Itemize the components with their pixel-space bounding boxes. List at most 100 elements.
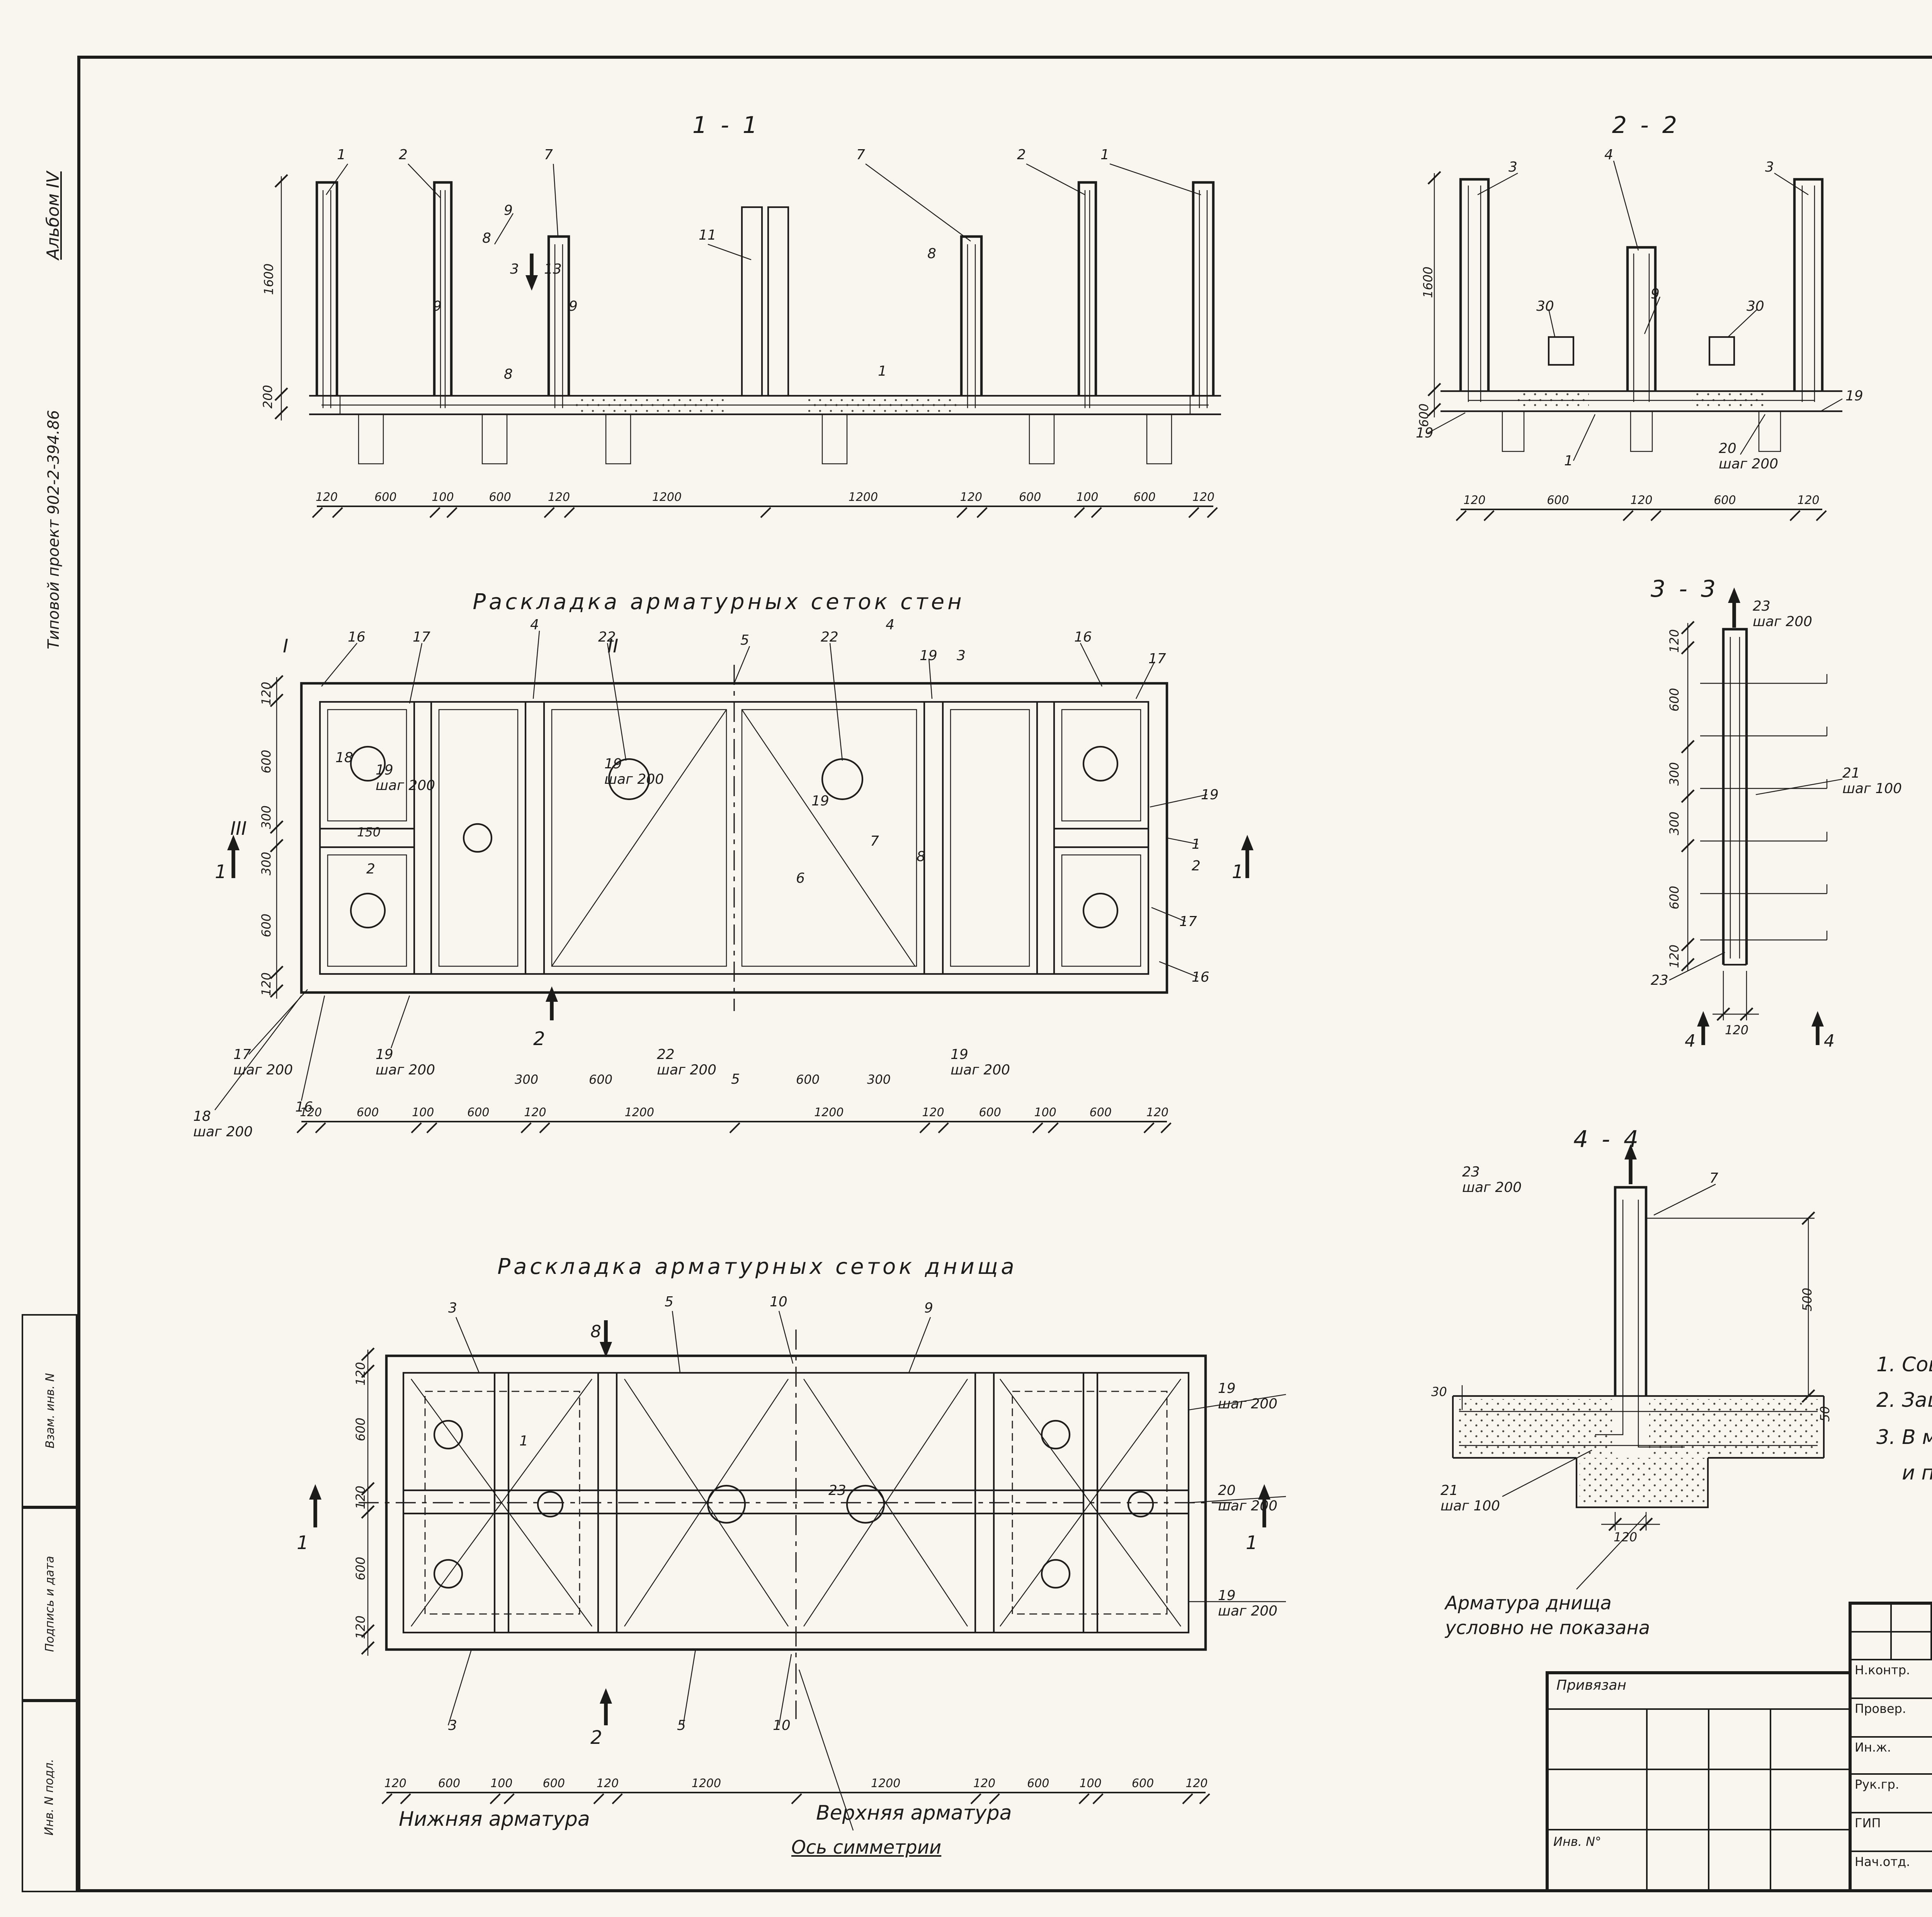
dimension-segment: 100: [412, 1104, 434, 1121]
figure-label: 7: [544, 148, 553, 164]
dimension-segment: 120: [1192, 489, 1214, 506]
figure-label: 30: [1431, 1385, 1447, 1399]
dimension-value: 120: [524, 1105, 546, 1119]
figure-label: 19: [1201, 788, 1219, 804]
dimension-value: 120: [299, 1105, 322, 1119]
figure-label: 600: [1668, 885, 1682, 909]
figure-title: Раскладка арматурных сеток стен: [473, 591, 965, 615]
dimension-segment: 120: [1146, 1104, 1169, 1121]
wall-mesh-plan-drawing: [214, 630, 1253, 1110]
dimension-value: 100: [1076, 490, 1099, 504]
figure-label: 1600: [1421, 266, 1435, 298]
dimension-segment: 600: [320, 1104, 415, 1121]
dimension-segment: 1200: [617, 1775, 796, 1792]
figure-label: 600: [1668, 688, 1682, 712]
figure-label: 50: [1818, 1406, 1832, 1422]
figure-label: 4: [1824, 1031, 1835, 1051]
figure-label: 18 шаг 200: [193, 1110, 253, 1142]
figure-label: 150: [357, 826, 381, 839]
figure-label: 1: [1232, 861, 1244, 883]
tb-role: Н.контр.: [1852, 1660, 1932, 1697]
tb-role: Нач.отд.: [1852, 1852, 1932, 1889]
figure-label: 30: [1536, 300, 1554, 315]
margin-project-label: Типовой проект 902-2-394.86: [46, 410, 63, 649]
figure-label: 20 шаг 200: [1218, 1484, 1278, 1516]
section-3-3-drawing: [1669, 587, 1843, 1045]
figure-label: 8: [590, 1322, 601, 1342]
caption-symmetry-axis: Ось симметрии: [791, 1837, 942, 1858]
section-2-2-drawing: [1427, 160, 1843, 461]
figure-label: 300: [1668, 811, 1682, 835]
figure-label: 5: [731, 1073, 740, 1088]
figure-label: 17 шаг 200: [233, 1048, 293, 1080]
dimension-segment: 600: [509, 1775, 599, 1792]
dimension-value: 600: [1714, 493, 1736, 507]
dimension-value: 600: [438, 1776, 461, 1790]
dimension-value: 1200: [691, 1776, 721, 1790]
figure-label: 9: [433, 300, 442, 315]
figure-label: 20 шаг 200: [1719, 442, 1779, 474]
dimension-value: 600: [1547, 493, 1569, 507]
dimension-segment: 600: [1098, 1775, 1188, 1792]
signature-row: ГИПЧирков: [1852, 1814, 1932, 1852]
dimension-segment: 100: [1034, 1104, 1056, 1121]
sheet-frame: [77, 56, 1932, 1892]
dimension-value: 1200: [652, 490, 682, 504]
figure-label: 3: [957, 649, 966, 665]
dimension-value: 1200: [848, 490, 878, 504]
dimension-value: 600: [467, 1105, 490, 1119]
figure-label: 120: [354, 1362, 368, 1386]
figure-label: 19 шаг 200: [1218, 1382, 1278, 1414]
figure-label: 600: [354, 1417, 368, 1441]
margin-box-label: Подпись и дата: [43, 1556, 56, 1652]
figure-label: 19 шаг 200: [951, 1048, 1010, 1080]
title-block: Привязан Инв. N° ТП902-2-394.86-КЖ Н.кон…: [1546, 1602, 1932, 1892]
dimension-value: 120: [1185, 1776, 1208, 1790]
titleblock-main: ТП902-2-394.86-КЖ Н.контр.СеменоваПровер…: [1849, 1602, 1932, 1892]
change-row: [1852, 1605, 1932, 1631]
figure-label: 8: [504, 368, 513, 383]
signature-row: Н.контр.Семенова: [1852, 1660, 1932, 1699]
figure-title: 2 - 2: [1612, 111, 1680, 139]
figure-label: 500: [1801, 1287, 1815, 1311]
figure-label: 9: [504, 204, 513, 220]
signature-table: Н.контр.СеменоваПровер.ЛоткинаИн.ж.Петро…: [1852, 1660, 1932, 1889]
dimension-segment: 120: [384, 1775, 406, 1792]
figure-label: 2: [533, 1028, 545, 1050]
figure-label: 3: [448, 1719, 457, 1735]
attachment-label: Привязан: [1556, 1679, 1626, 1694]
dimension-segment: 120: [1794, 492, 1822, 509]
figure-label: 16: [295, 1101, 313, 1116]
margin-box-label: Взам. инв. N: [43, 1373, 57, 1449]
figure-label: 9: [1651, 288, 1660, 303]
figure-label: 2: [1017, 148, 1026, 164]
dimension-segment: 120: [1461, 492, 1488, 509]
figure-label: 23 шаг 200: [1753, 600, 1813, 632]
list-item: и приварить к корпусу трубы: [1902, 1462, 1932, 1486]
dimension-segment: 600: [404, 1775, 494, 1792]
list-item: 1. Совместно с данным см. л.л. КЖ-42,44: [1876, 1354, 1932, 1377]
figure-label: 120: [1725, 1023, 1749, 1037]
dimension-segment: 600: [1053, 1104, 1148, 1121]
figure-label: 19 шаг 200: [376, 1048, 435, 1080]
figure-label: 19 шаг 200: [376, 764, 435, 795]
dimension-value: 120: [960, 490, 982, 504]
dimension-segment: 1200: [545, 1104, 735, 1121]
figure-label: 4: [886, 618, 895, 634]
figure-label: 2: [1192, 860, 1201, 875]
figure-label: 600: [589, 1073, 613, 1087]
figure-title: 3 - 3: [1650, 575, 1719, 603]
dimension-segment: 1200: [765, 489, 961, 506]
dimension-segment: 1200: [796, 1775, 975, 1792]
figure-label: 600: [260, 913, 274, 937]
dimension-value: 120: [1146, 1105, 1169, 1119]
figure-label: 1: [878, 365, 887, 380]
notes-block: 1. Совместно с данным см. л.л. КЖ-42,442…: [1876, 1348, 1932, 1493]
dimension-value: 120: [1630, 493, 1653, 507]
dimension-value: 600: [979, 1105, 1001, 1119]
section-4-4-drawing: [1452, 1144, 1825, 1590]
